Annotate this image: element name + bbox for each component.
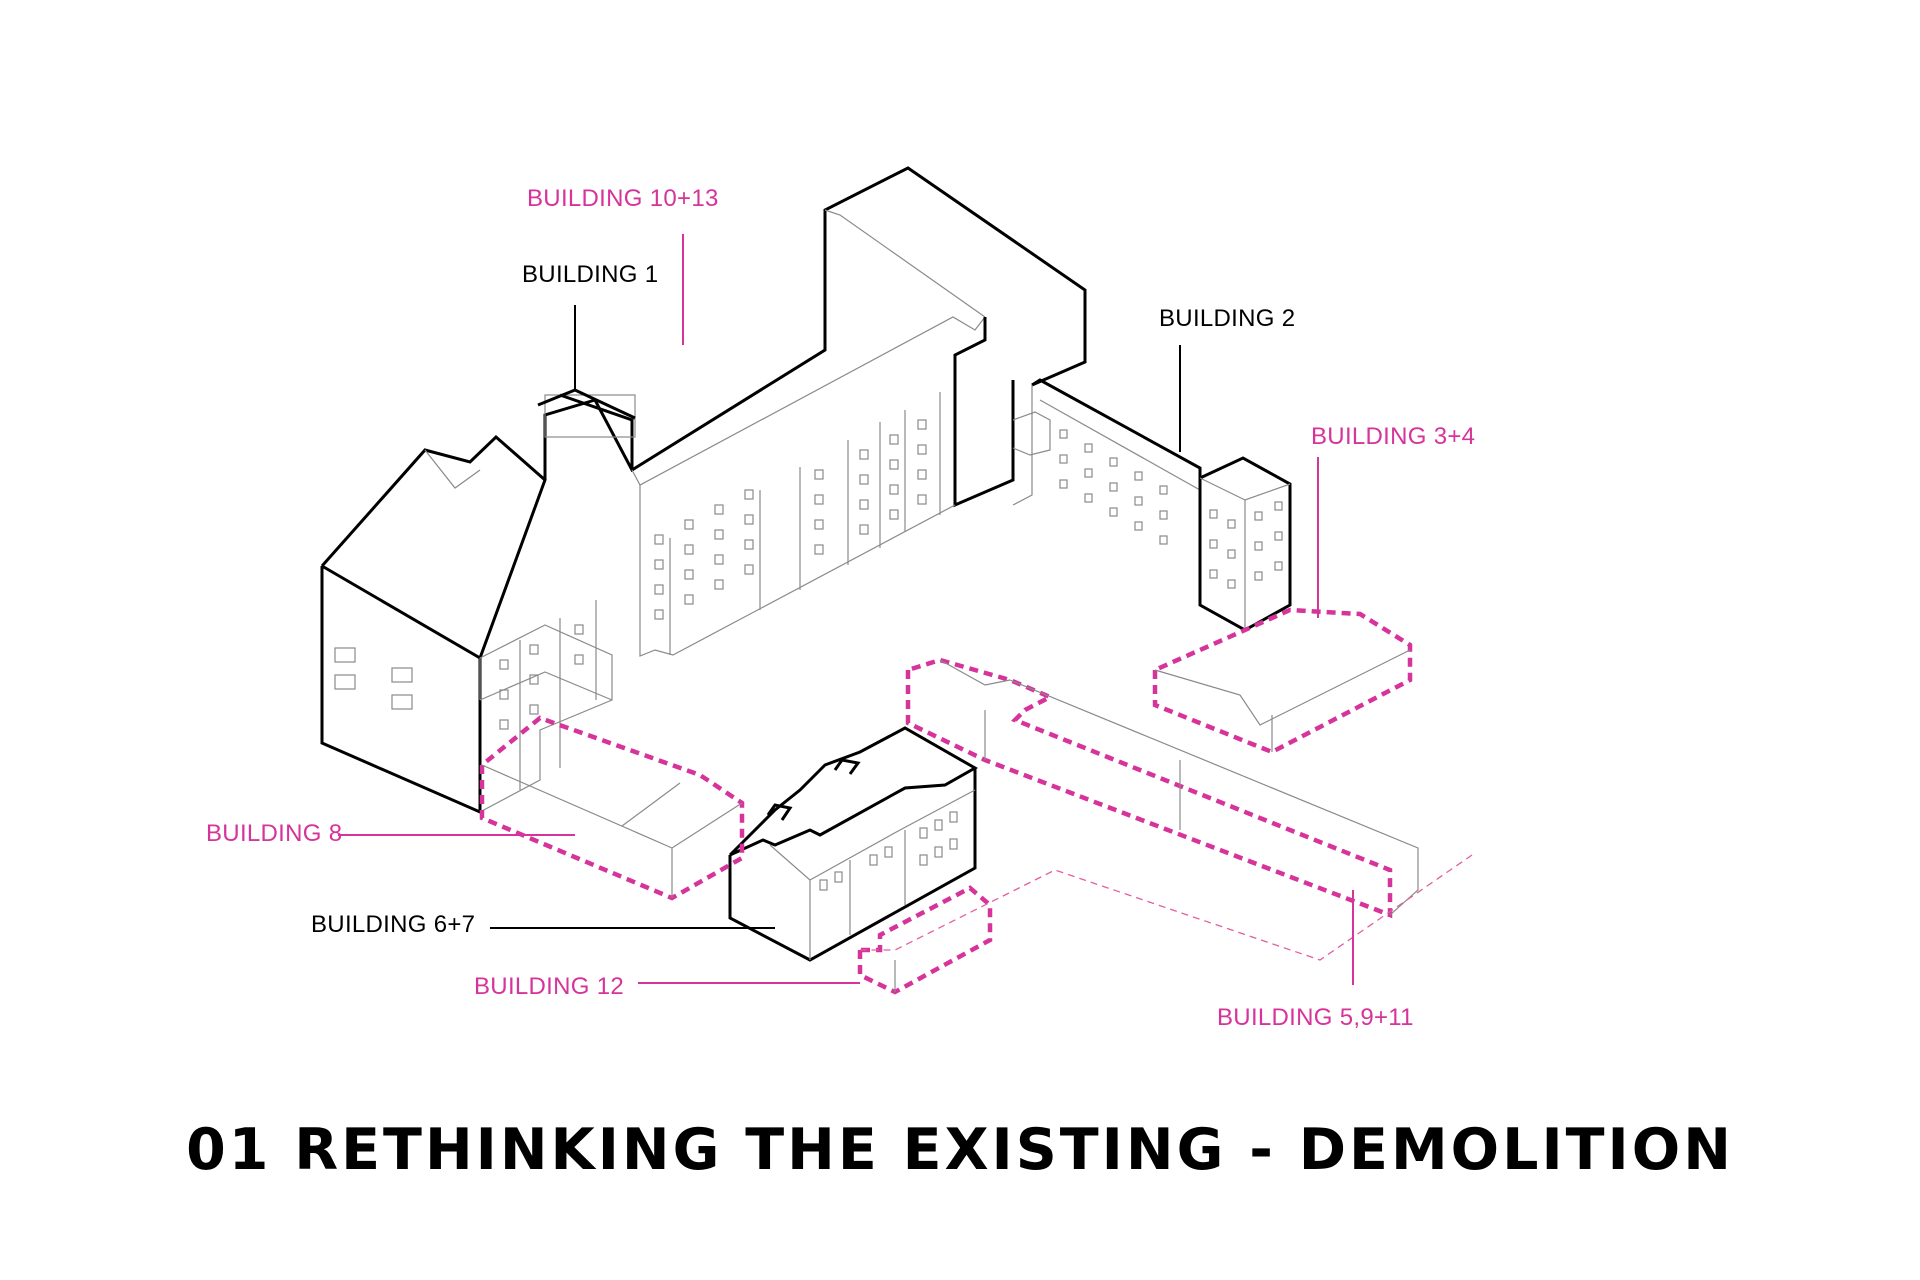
existing-building-6-7	[728, 726, 979, 962]
diagram-title: 01 RETHINKING THE EXISTING - DEMOLITION	[186, 1117, 1734, 1183]
label-building-1: BUILDING 1	[522, 261, 659, 288]
facade-windows	[499, 419, 927, 730]
existing-building-1	[320, 434, 547, 815]
label-building-5-9-11: BUILDING 5,9+11	[1217, 1004, 1414, 1031]
demolished-building-5-9-11	[860, 657, 1473, 961]
label-building-8: BUILDING 8	[206, 820, 343, 847]
demolished-building-8	[479, 715, 745, 901]
label-building-10-13: BUILDING 10+13	[527, 185, 719, 212]
existing-building-10-13	[479, 166, 1087, 813]
label-building-12: BUILDING 12	[474, 973, 625, 1000]
existing-building-2	[1012, 378, 1292, 632]
demolished-building-3-4	[1152, 607, 1413, 755]
label-building-6-7: BUILDING 6+7	[311, 911, 476, 938]
demolished-building-12	[857, 885, 993, 995]
label-building-3-4: BUILDING 3+4	[1311, 423, 1476, 450]
label-building-2: BUILDING 2	[1159, 305, 1296, 332]
